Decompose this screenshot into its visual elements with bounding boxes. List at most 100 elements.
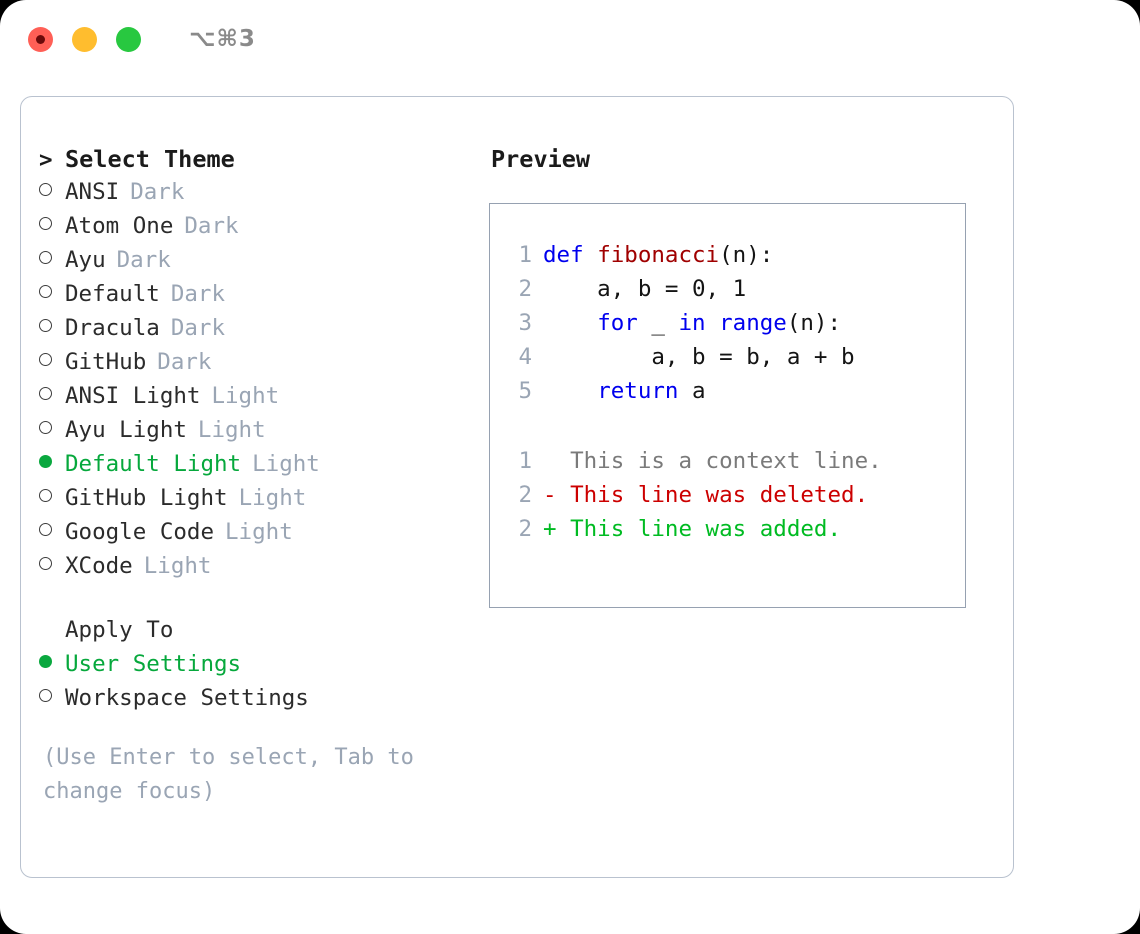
code-token: for <box>597 310 638 336</box>
theme-item-label: Ayu <box>65 247 106 273</box>
radio-selected-icon <box>39 655 52 668</box>
apply-to-item-marker <box>39 653 65 676</box>
code-line-text: return a <box>543 378 706 404</box>
zoom-button[interactable] <box>116 26 141 52</box>
code-token: _ <box>637 310 679 336</box>
theme-list-item[interactable]: ANSI Dark <box>39 179 489 213</box>
diff-sign: - <box>543 482 571 508</box>
theme-list-item[interactable]: XCode Light <box>39 553 489 587</box>
code-line-number: 3 <box>518 310 532 336</box>
theme-item-variant-tag: Dark <box>170 281 226 307</box>
radio-unselected-icon <box>39 319 52 332</box>
code-token: a <box>678 378 706 404</box>
theme-item-variant-tag: Light <box>252 451 320 477</box>
theme-item-variant-tag: Light <box>225 519 293 545</box>
code-token <box>543 310 597 336</box>
theme-item-label: ANSI <box>65 179 120 205</box>
code-line-number: 1 <box>518 242 532 268</box>
radio-unselected-icon <box>39 217 52 230</box>
theme-item-label: Default <box>65 281 160 307</box>
radio-unselected-icon <box>39 689 52 702</box>
preview-title: Preview <box>491 145 591 173</box>
code-line: 3 for _ in range(n): <box>504 310 965 344</box>
theme-item-marker <box>39 555 65 578</box>
theme-list-item[interactable]: Default Light Light <box>39 451 489 485</box>
code-line: 1 def fibonacci(n): <box>504 242 965 276</box>
title-bar: ⌥⌘3 <box>0 0 1140 78</box>
theme-item-label: GitHub <box>65 349 147 375</box>
diff-line: 1 This is a context line. <box>504 448 965 482</box>
theme-item-marker <box>39 521 65 544</box>
theme-item-label: XCode <box>65 553 133 579</box>
diff-sign <box>543 448 570 474</box>
minimize-button[interactable] <box>72 26 97 52</box>
close-icon <box>36 34 45 44</box>
code-line: 4 a, b = b, a + b <box>504 344 965 378</box>
radio-unselected-icon <box>39 285 52 298</box>
code-line: 2 a, b = 0, 1 <box>504 276 965 310</box>
diff-line-number: 2 <box>518 482 532 508</box>
code-token: a, b = 0, 1 <box>543 276 747 302</box>
code-token: a, b = b, a + b <box>543 344 855 370</box>
theme-item-marker <box>39 487 65 510</box>
theme-item-label: GitHub Light <box>65 485 228 511</box>
theme-list-item[interactable]: GitHub Dark <box>39 349 489 383</box>
code-line-number: 4 <box>518 344 532 370</box>
diff-sign: + <box>543 516 571 542</box>
theme-item-variant-tag: Dark <box>130 179 185 205</box>
theme-picker-header: > Select Theme <box>39 145 489 179</box>
window-controls <box>28 26 141 52</box>
radio-unselected-icon <box>39 353 52 366</box>
radio-unselected-icon <box>39 523 52 536</box>
theme-item-marker <box>39 215 65 238</box>
close-button[interactable] <box>28 26 53 52</box>
theme-item-label: Dracula <box>65 315 160 341</box>
code-line-number: 5 <box>518 378 532 404</box>
diff-line-text: This is a context line. <box>570 448 882 474</box>
theme-item-label: Default Light <box>65 451 242 477</box>
theme-list-item[interactable]: Default Dark <box>39 281 489 315</box>
apply-to-item-label: User Settings <box>65 651 242 677</box>
radio-unselected-icon <box>39 421 52 434</box>
radio-unselected-icon <box>39 251 52 264</box>
theme-item-variant-tag: Dark <box>184 213 239 239</box>
code-token: (n): <box>719 242 774 268</box>
code-line-text: a, b = b, a + b <box>543 344 855 370</box>
code-token: return <box>597 378 679 404</box>
apply-to-item-marker <box>39 687 65 710</box>
keyboard-hint: (Use Enter to select, Tab to change focu… <box>43 745 414 804</box>
theme-list-item[interactable]: Google Code Light <box>39 519 489 553</box>
apply-to-item[interactable]: Workspace Settings <box>39 685 489 719</box>
radio-unselected-icon <box>39 489 52 502</box>
code-line-number: 2 <box>518 276 532 302</box>
section-title-select-theme: Select Theme <box>65 145 235 173</box>
radio-unselected-icon <box>39 557 52 570</box>
code-token <box>543 378 597 404</box>
diff-line-number: 1 <box>518 448 532 474</box>
theme-item-label: Google Code <box>65 519 215 545</box>
theme-item-variant-tag: Light <box>197 417 266 443</box>
theme-item-variant-tag: Dark <box>157 349 212 375</box>
code-token: in <box>678 310 706 336</box>
code-line-text: for _ in range(n): <box>543 310 841 336</box>
caret-icon: > <box>39 147 53 173</box>
theme-item-variant-tag: Light <box>238 485 307 511</box>
code-line-text: def fibonacci(n): <box>543 242 773 268</box>
theme-item-marker <box>39 249 65 272</box>
theme-item-marker <box>39 453 65 476</box>
apply-to-item[interactable]: User Settings <box>39 651 489 685</box>
section-title-apply-to: Apply To <box>65 617 174 643</box>
apply-to-header: Apply To <box>39 617 489 651</box>
code-token: fibonacci <box>597 242 720 268</box>
theme-item-variant-tag: Light <box>143 553 212 579</box>
theme-list-item[interactable]: GitHub Light Light <box>39 485 489 519</box>
